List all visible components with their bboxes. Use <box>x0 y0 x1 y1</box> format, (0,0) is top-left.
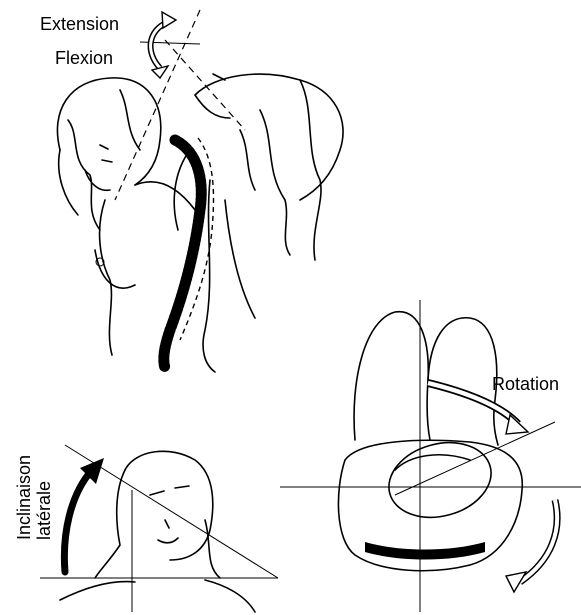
lateral-inclination-arrow-icon <box>64 458 104 572</box>
lateral-inclination-label-line2: latérale <box>34 481 54 540</box>
flexion-label: Flexion <box>55 48 113 68</box>
extension-label: Extension <box>40 14 119 34</box>
flexion-extension-arrow-icon <box>151 12 176 78</box>
extended-head-drawing <box>195 74 343 260</box>
flexed-head-drawing <box>57 78 160 230</box>
lateral-inclination-figure <box>40 445 278 612</box>
lateral-inclination-label-line1: Inclinaison <box>14 455 34 540</box>
rotation-label: Rotation <box>492 374 559 394</box>
